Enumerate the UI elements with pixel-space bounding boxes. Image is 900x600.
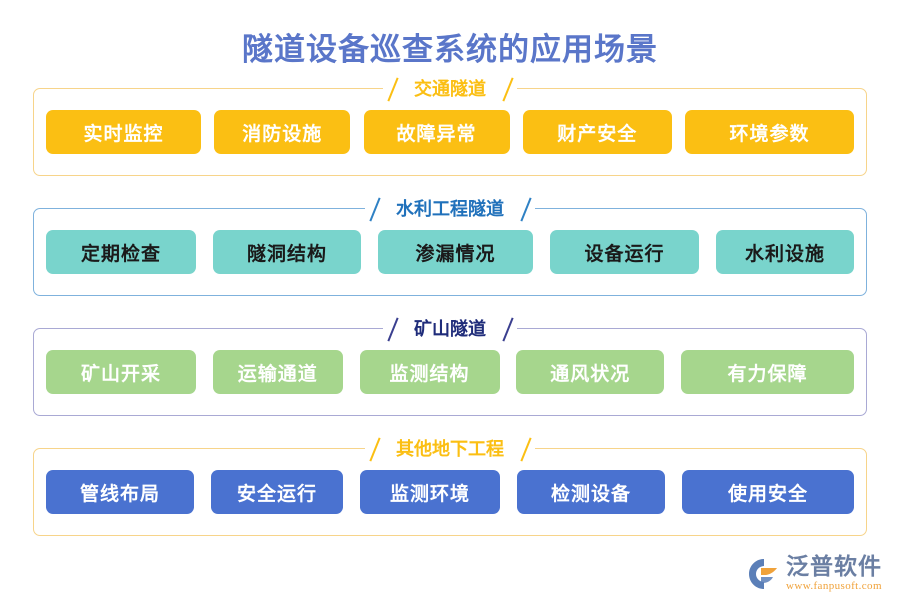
sections-container: 交通隧道实时监控消防设施故障异常财产安全环境参数水利工程隧道定期检查隧洞结构渗漏… bbox=[33, 75, 867, 536]
slash-left-icon bbox=[367, 436, 382, 462]
chip-item[interactable]: 监测环境 bbox=[360, 470, 500, 514]
chip-item[interactable]: 故障异常 bbox=[363, 110, 510, 154]
chip-item[interactable]: 实时监控 bbox=[46, 110, 201, 154]
chip-item[interactable]: 消防设施 bbox=[214, 110, 351, 154]
slash-right-icon bbox=[518, 196, 533, 222]
chip-item[interactable]: 使用安全 bbox=[682, 470, 854, 514]
chip-item[interactable]: 通风状况 bbox=[516, 350, 665, 394]
section-header-traffic-tunnel: 交通隧道 bbox=[383, 75, 517, 103]
chip-item[interactable]: 设备运行 bbox=[550, 230, 699, 274]
chip-row: 管线布局安全运行监测环境检测设备使用安全 bbox=[46, 470, 854, 514]
logo-website-url: www.fanpusoft.com bbox=[786, 580, 882, 592]
section-title: 矿山隧道 bbox=[400, 316, 500, 342]
chip-item[interactable]: 运输通道 bbox=[212, 350, 343, 394]
slash-left-icon bbox=[385, 316, 400, 342]
slash-left-icon bbox=[385, 76, 400, 102]
slash-left-icon bbox=[367, 196, 382, 222]
section-mine-tunnel: 矿山隧道矿山开采运输通道监测结构通风状况有力保障 bbox=[33, 315, 867, 416]
chip-item[interactable]: 隧洞结构 bbox=[213, 230, 361, 274]
section-traffic-tunnel: 交通隧道实时监控消防设施故障异常财产安全环境参数 bbox=[33, 75, 867, 176]
logo-text-block: 泛普软件 www.fanpusoft.com bbox=[786, 555, 882, 592]
chip-row: 定期检查隧洞结构渗漏情况设备运行水利设施 bbox=[46, 230, 854, 274]
fanpu-logo-icon bbox=[746, 557, 780, 591]
section-water-conservancy-tunnel: 水利工程隧道定期检查隧洞结构渗漏情况设备运行水利设施 bbox=[33, 195, 867, 296]
chip-item[interactable]: 定期检查 bbox=[46, 230, 196, 274]
slash-right-icon bbox=[518, 436, 533, 462]
logo-company-name: 泛普软件 bbox=[786, 554, 882, 579]
section-title: 交通隧道 bbox=[400, 76, 500, 102]
section-header-other-underground-engineering: 其他地下工程 bbox=[365, 435, 535, 463]
chip-row: 实时监控消防设施故障异常财产安全环境参数 bbox=[46, 110, 854, 154]
chip-row: 矿山开采运输通道监测结构通风状况有力保障 bbox=[46, 350, 854, 394]
chip-item[interactable]: 环境参数 bbox=[685, 110, 854, 154]
chip-item[interactable]: 监测结构 bbox=[359, 350, 500, 394]
chip-item[interactable]: 渗漏情况 bbox=[378, 230, 533, 274]
chip-item[interactable]: 有力保障 bbox=[681, 350, 854, 394]
section-other-underground-engineering: 其他地下工程管线布局安全运行监测环境检测设备使用安全 bbox=[33, 435, 867, 536]
chip-item[interactable]: 检测设备 bbox=[517, 470, 665, 514]
section-header-mine-tunnel: 矿山隧道 bbox=[383, 315, 517, 343]
brand-logo: 泛普软件 www.fanpusoft.com bbox=[746, 555, 882, 592]
section-header-water-conservancy-tunnel: 水利工程隧道 bbox=[365, 195, 535, 223]
page-title: 隧道设备巡查系统的应用场景 bbox=[242, 32, 658, 67]
section-title: 其他地下工程 bbox=[382, 436, 518, 462]
section-title: 水利工程隧道 bbox=[382, 196, 518, 222]
chip-item[interactable]: 财产安全 bbox=[522, 110, 672, 154]
chip-item[interactable]: 管线布局 bbox=[46, 470, 194, 514]
chip-item[interactable]: 安全运行 bbox=[211, 470, 343, 514]
slash-right-icon bbox=[500, 76, 515, 102]
chip-item[interactable]: 矿山开采 bbox=[46, 350, 196, 394]
slash-right-icon bbox=[500, 316, 515, 342]
chip-item[interactable]: 水利设施 bbox=[716, 230, 854, 274]
